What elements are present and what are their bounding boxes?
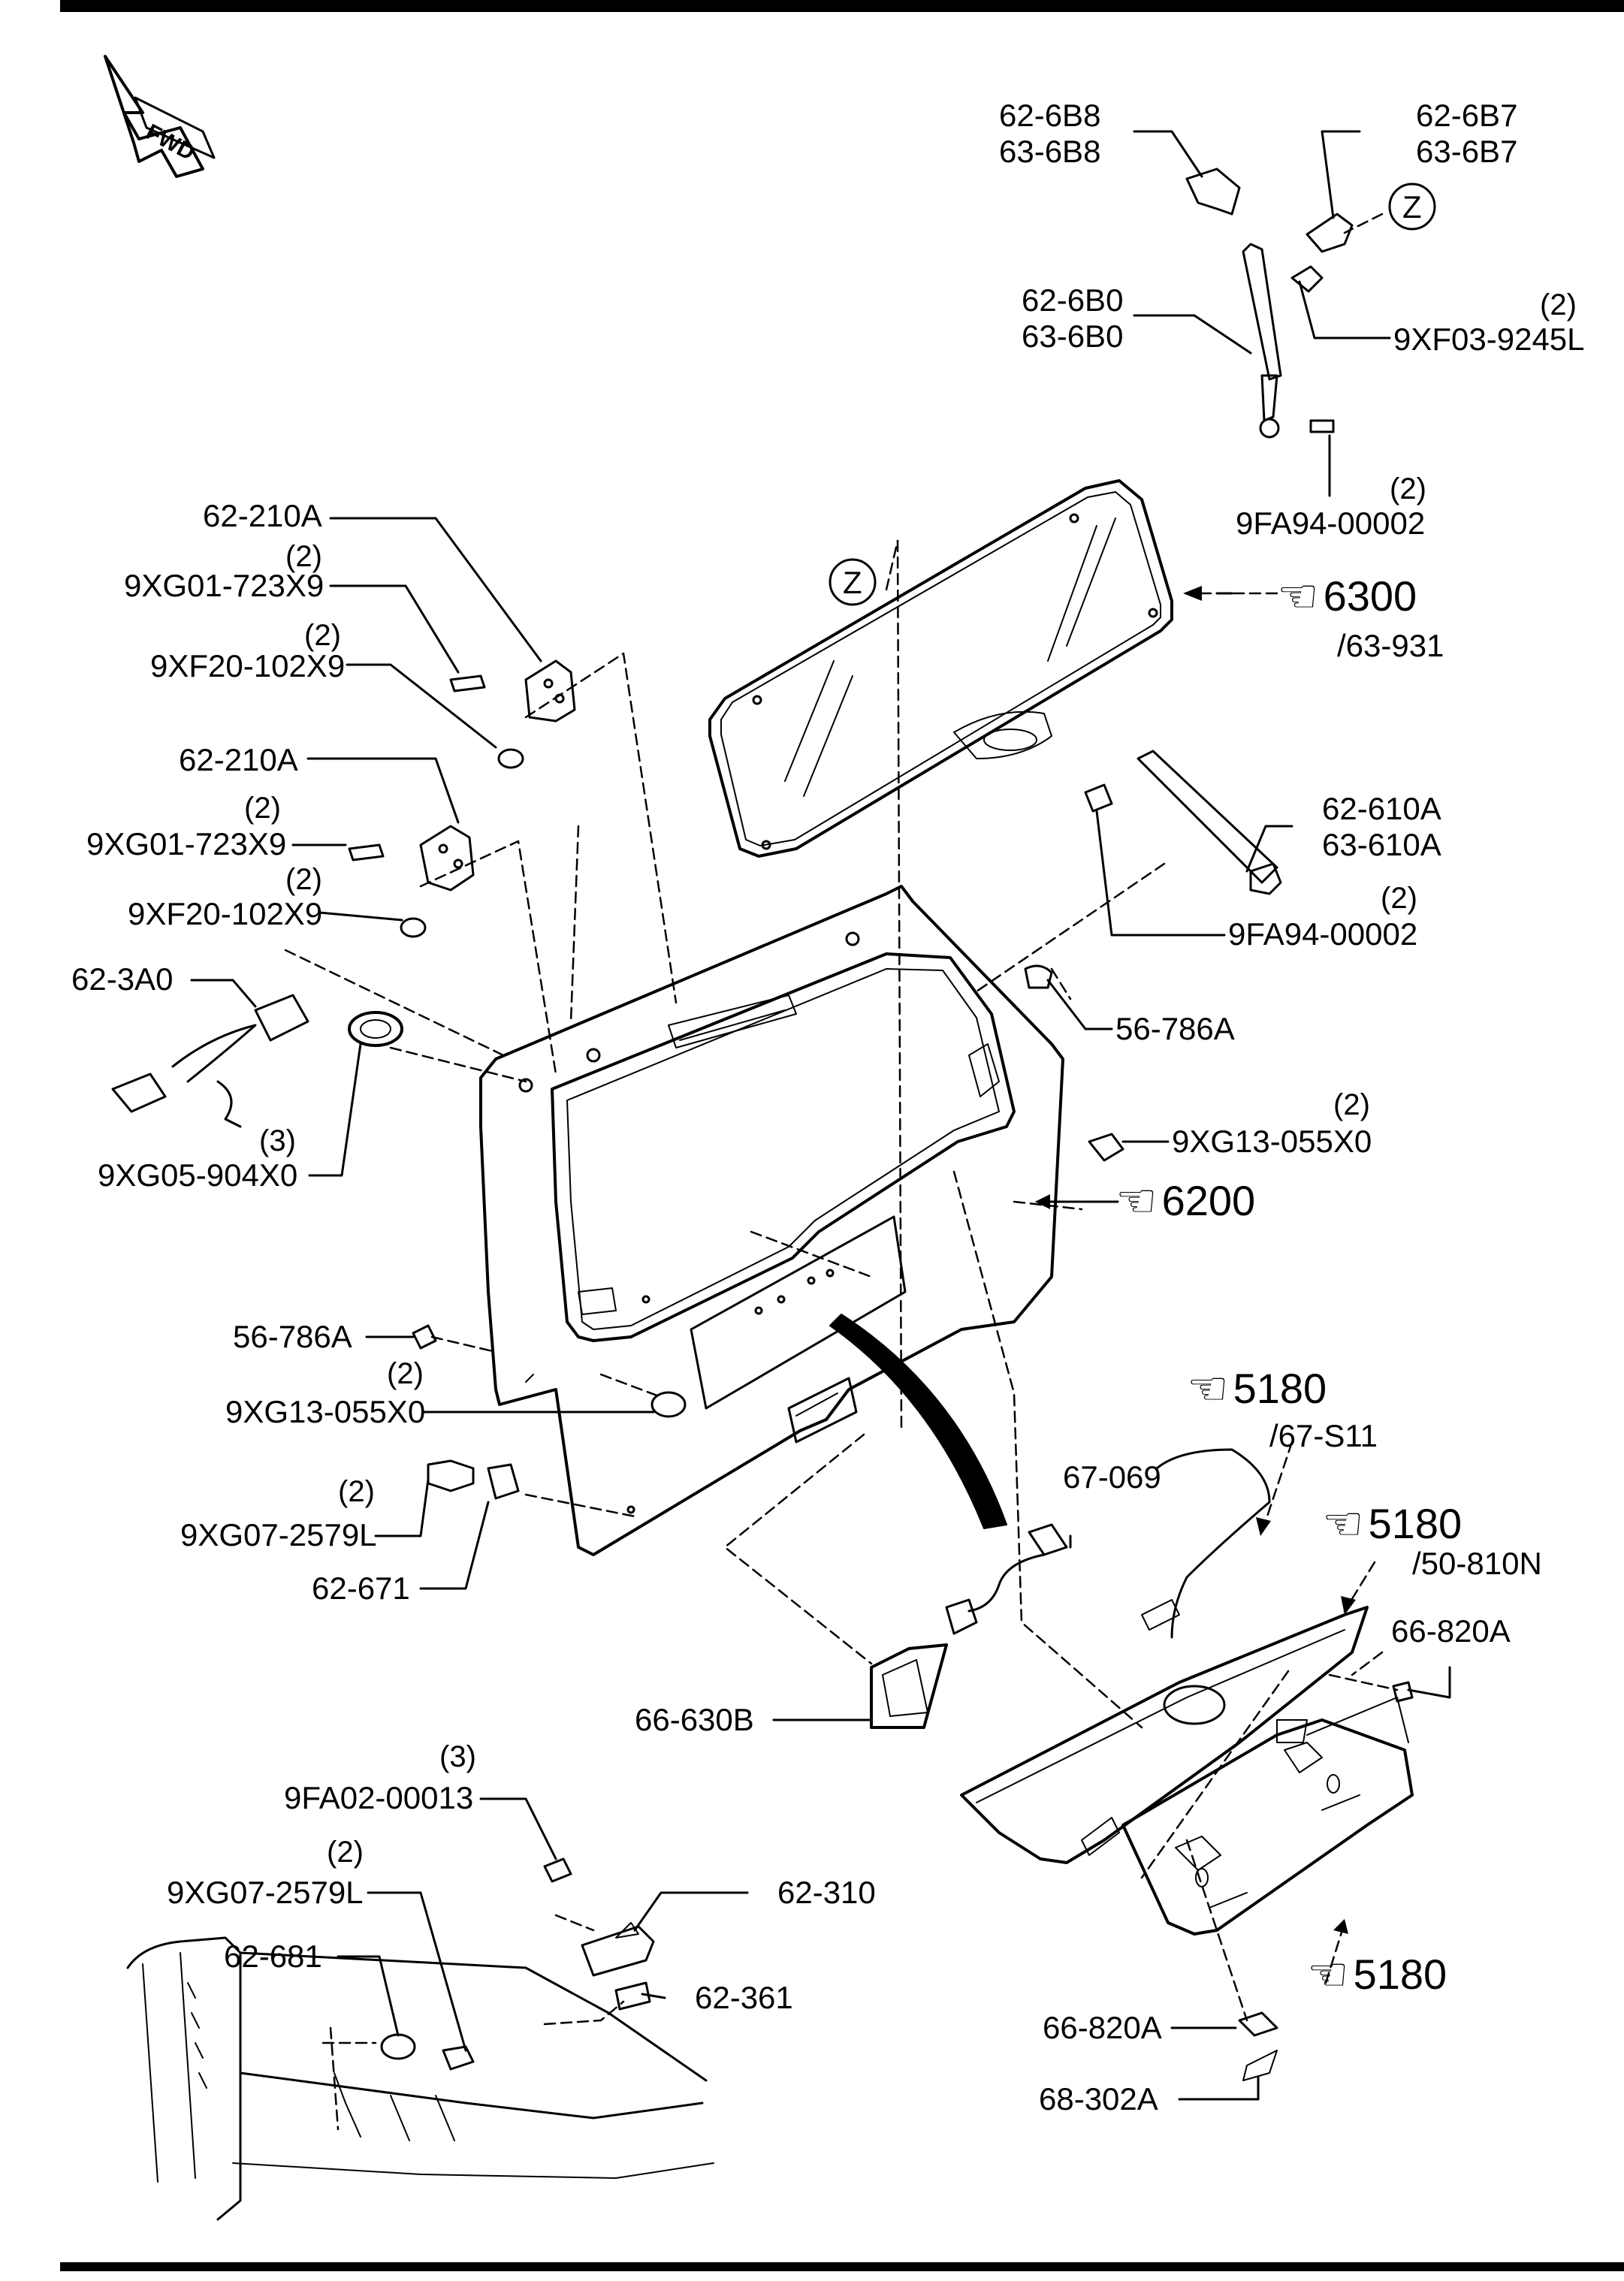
label-66-820A-right: 66-820A	[1391, 1613, 1511, 1649]
pointing-hand-icon: ☞	[1187, 1361, 1229, 1416]
label-9XF20-102X9-lower: 9XF20-102X9	[128, 896, 323, 931]
ref-6200-number: 6200	[1161, 1177, 1256, 1224]
label-9XG07-2579L-upper: 9XG07-2579L	[180, 1517, 377, 1552]
qty-stud-lower: (2)	[1381, 882, 1417, 915]
label-9FA02-00013: 9FA02-00013	[284, 1780, 474, 1815]
ref-5180-mid[interactable]: ☞ 5180	[1322, 1496, 1463, 1551]
ref-6300[interactable]: ☞ 6300	[1277, 569, 1417, 623]
ref-5180-lower[interactable]: ☞ 5180	[1307, 1947, 1447, 2002]
qty-bolt-upper: (2)	[285, 540, 322, 573]
label-9FA94-00002-upper: 9FA94-00002	[1236, 505, 1426, 541]
label-62-3A0: 62-3A0	[71, 961, 174, 997]
pointing-hand-icon: ☞	[1322, 1496, 1364, 1551]
label-62-6B0: 62-6B0	[1022, 282, 1124, 318]
label-62-671: 62-671	[312, 1570, 410, 1606]
top-border	[60, 0, 1624, 12]
label-62-6B7: 62-6B7	[1416, 98, 1518, 133]
label-9XG01-723X9-upper: 9XG01-723X9	[124, 568, 324, 603]
pointing-hand-icon: ☞	[1115, 1173, 1158, 1228]
bottom-lamp	[1239, 2013, 1277, 2080]
bottom-border	[60, 2262, 1624, 2271]
ref-5180-lower-number: 5180	[1353, 1951, 1447, 1998]
handle-66-630B	[871, 1645, 946, 1727]
ref-5180-mid-sub: /50-810N	[1412, 1546, 1542, 1581]
label-66-630B: 66-630B	[635, 1702, 754, 1737]
label-62-310: 62-310	[777, 1875, 876, 1910]
label-63-610A: 63-610A	[1322, 827, 1441, 862]
label-67-069: 67-069	[1063, 1459, 1161, 1495]
label-56-786A-right: 56-786A	[1115, 1011, 1235, 1046]
qty-bolt-striker: (2)	[338, 1475, 375, 1508]
qty-stud-upper: (2)	[1390, 472, 1426, 505]
hinges	[349, 661, 575, 937]
ref-5180-upper[interactable]: ☞ 5180	[1187, 1361, 1327, 1416]
indicator-arrow	[830, 1314, 1007, 1528]
center-harness	[946, 1525, 1067, 1634]
lower-stay	[1085, 751, 1281, 894]
label-9XF20-102X9-upper: 9XF20-102X9	[150, 648, 346, 683]
pointing-hand-icon: ☞	[1277, 569, 1319, 623]
label-68-302A: 68-302A	[1039, 2081, 1158, 2117]
label-63-6B0: 63-6B0	[1022, 318, 1124, 354]
label-62-610A: 62-610A	[1322, 791, 1441, 826]
liftgate-body	[481, 886, 1063, 1555]
left-harness	[113, 995, 402, 1127]
label-9FA94-00002-lower: 9FA94-00002	[1228, 916, 1418, 952]
garnish-panel	[961, 1450, 1412, 1863]
label-63-6B7: 63-6B7	[1416, 134, 1518, 169]
label-9XF03-9245L: 9XF03-9245L	[1393, 321, 1585, 357]
latch-assembly	[382, 1859, 654, 2069]
body-tail-area	[128, 1938, 714, 2219]
label-62-6B8: 62-6B8	[999, 98, 1101, 133]
qty-nut-latch: (3)	[439, 1740, 476, 1773]
qty-screw-right: (2)	[1333, 1088, 1370, 1121]
lamp-plate	[1123, 1720, 1412, 1934]
view-z-label-lower: Z	[843, 565, 862, 600]
ref-6300-number: 6300	[1323, 572, 1417, 620]
label-9XG13-055X0-right: 9XG13-055X0	[1172, 1124, 1372, 1159]
label-62-361: 62-361	[695, 1980, 793, 2015]
ref-6300-sub: /63-931	[1337, 628, 1444, 663]
ref-6200[interactable]: ☞ 6200	[1115, 1173, 1256, 1228]
ref-5180-upper-sub: /67-S11	[1269, 1418, 1378, 1453]
ref-5180-upper-number: 5180	[1233, 1365, 1327, 1412]
label-62-681: 62-681	[224, 1939, 322, 1974]
label-62-210A-lower: 62-210A	[179, 742, 298, 777]
qty-washer-upper: (2)	[304, 619, 341, 652]
right-small-parts	[413, 966, 1123, 1498]
qty-bolt-lower: (2)	[244, 792, 281, 825]
pointing-hand-icon: ☞	[1307, 1947, 1349, 2002]
upper-stay	[1187, 169, 1435, 437]
qty-bolt-stay: (2)	[1540, 288, 1577, 321]
label-9XG07-2579L-lower: 9XG07-2579L	[167, 1875, 364, 1910]
view-z-circle-upper	[1390, 184, 1435, 229]
qty-washer-lower: (2)	[285, 863, 322, 896]
qty-bolt-latch: (2)	[327, 1836, 364, 1869]
qty-clip-left: (3)	[259, 1124, 296, 1157]
rear-glass	[710, 481, 1172, 856]
label-66-820A-bottom: 66-820A	[1043, 2010, 1162, 2045]
label-62-210A-upper: 62-210A	[203, 498, 322, 533]
label-9XG05-904X0: 9XG05-904X0	[98, 1157, 298, 1193]
ref-5180-mid-number: 5180	[1368, 1500, 1463, 1547]
leader-lines	[192, 131, 1450, 2099]
qty-screw-left: (2)	[387, 1357, 424, 1390]
label-9XG13-055X0-left: 9XG13-055X0	[225, 1394, 426, 1429]
fwd-arrow-icon: FWD	[105, 56, 214, 177]
label-56-786A-left: 56-786A	[233, 1319, 352, 1354]
view-z-circle-lower	[830, 560, 875, 605]
ref-arrowheads	[1035, 586, 1356, 1934]
label-9XG01-723X9-lower: 9XG01-723X9	[86, 826, 287, 861]
label-63-6B8: 63-6B8	[999, 134, 1101, 169]
dashed-lines	[285, 214, 1397, 2129]
view-z-label-upper: Z	[1402, 189, 1422, 225]
